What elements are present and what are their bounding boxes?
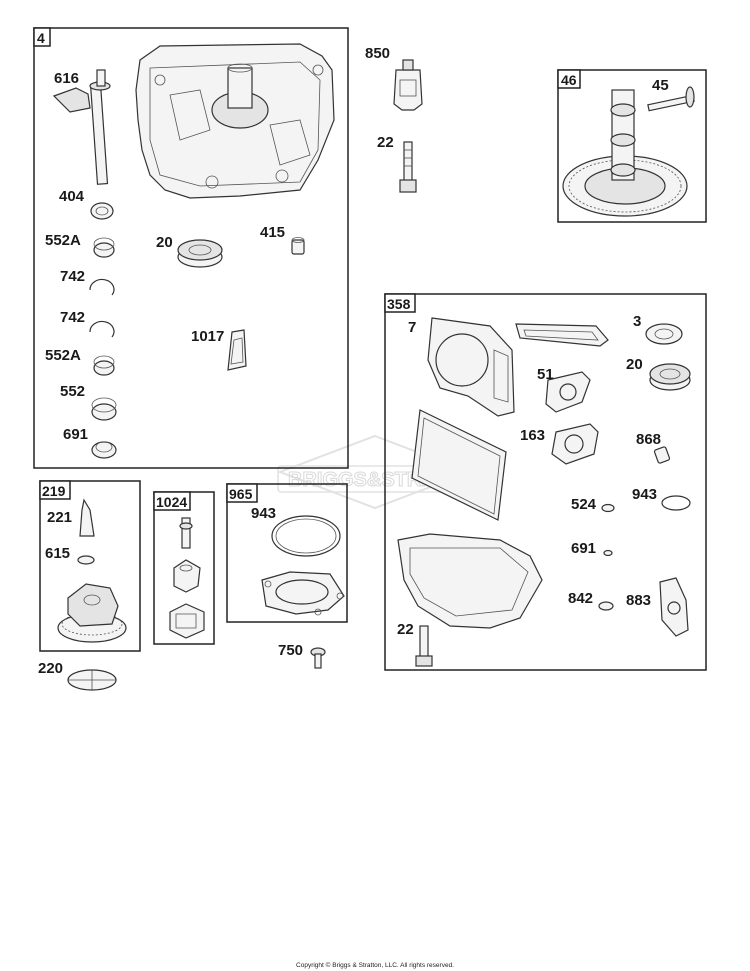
camshaft-gear xyxy=(562,89,688,217)
label-415: 415 xyxy=(260,224,285,241)
label-221: 221 xyxy=(47,509,72,526)
rocker-gasket xyxy=(515,323,609,347)
label-552a-1: 552A xyxy=(45,232,81,249)
group-46-tag xyxy=(557,69,581,89)
label-742-1: 742 xyxy=(60,268,85,285)
group-1024-tag xyxy=(153,491,191,511)
part-868 xyxy=(653,446,671,464)
label-616: 616 xyxy=(54,70,79,87)
governor-gear xyxy=(57,583,127,643)
label-552: 552 xyxy=(60,383,85,400)
bushing-552 xyxy=(91,397,117,421)
group-358-label: 358 xyxy=(387,296,411,312)
group-219-tag xyxy=(39,480,71,500)
label-691-b: 691 xyxy=(571,540,596,557)
label-742-2: 742 xyxy=(60,309,85,326)
group-965-tag xyxy=(226,483,258,503)
bolt-22-a xyxy=(399,141,417,193)
pin-221 xyxy=(79,498,95,537)
label-45: 45 xyxy=(652,77,669,94)
label-883: 883 xyxy=(626,592,651,609)
plug-415 xyxy=(291,237,305,255)
label-22-b: 22 xyxy=(397,621,414,638)
governor-shaft xyxy=(52,69,111,185)
gasket-163 xyxy=(551,423,599,465)
label-20-a: 20 xyxy=(156,234,173,251)
disc-220 xyxy=(67,669,117,691)
o-ring-943-a xyxy=(661,495,691,511)
label-220: 220 xyxy=(38,660,63,677)
bushing-552a-1 xyxy=(93,237,115,258)
valve-cover-gasket xyxy=(411,409,507,521)
label-163: 163 xyxy=(520,427,545,444)
bushing-552a-2 xyxy=(93,355,115,376)
label-1017: 1017 xyxy=(191,328,224,345)
washer-404 xyxy=(90,202,114,220)
label-22-a: 22 xyxy=(377,134,394,151)
filter-plate xyxy=(261,571,345,616)
label-552a-2: 552A xyxy=(45,347,81,364)
label-842: 842 xyxy=(568,590,593,607)
washer-524 xyxy=(601,503,615,513)
relief-valve-parts xyxy=(169,517,205,639)
screw-750 xyxy=(310,647,326,669)
head-gasket-7 xyxy=(427,317,515,417)
e-clip-742-2 xyxy=(89,320,115,338)
sump-part xyxy=(135,43,335,199)
group-46-label: 46 xyxy=(561,72,577,88)
label-943-a: 943 xyxy=(632,486,657,503)
label-750: 750 xyxy=(278,642,303,659)
label-524: 524 xyxy=(571,496,597,513)
label-20-b: 20 xyxy=(626,356,643,373)
group-965-label: 965 xyxy=(229,486,253,502)
gasket-51 xyxy=(545,371,591,413)
seal-691-a xyxy=(91,441,117,459)
group-358-box xyxy=(384,293,707,671)
tappet-45 xyxy=(647,86,695,112)
group-4-label: 4 xyxy=(37,30,45,46)
group-4-tag xyxy=(33,27,51,47)
part-1017 xyxy=(227,329,247,371)
gasket-883 xyxy=(659,577,689,637)
seal-691-b xyxy=(603,549,613,557)
e-clip-742-1 xyxy=(89,278,115,296)
group-358-tag xyxy=(384,293,416,313)
label-7: 7 xyxy=(408,319,416,336)
label-943-b: 943 xyxy=(251,505,276,522)
crankcase-gasket xyxy=(397,533,543,629)
group-219-label: 219 xyxy=(42,483,66,499)
label-3: 3 xyxy=(633,313,641,330)
washer-842 xyxy=(598,601,614,611)
group-1024-label: 1024 xyxy=(156,494,187,510)
bolt-22-b xyxy=(415,625,433,667)
group-46-box xyxy=(557,69,707,223)
group-4-box xyxy=(33,27,349,469)
label-51: 51 xyxy=(537,366,554,383)
o-ring-943-b xyxy=(271,515,341,557)
oil-seal-20-a xyxy=(177,239,223,268)
copyright-text: Copyright © Briggs & Stratton, LLC. All … xyxy=(296,961,454,969)
label-850: 850 xyxy=(365,45,390,62)
seal-3 xyxy=(645,323,683,345)
oil-seal-20-b xyxy=(649,363,691,391)
label-691-a: 691 xyxy=(63,426,88,443)
washer-615 xyxy=(77,555,95,565)
group-219-box xyxy=(39,480,141,652)
label-615: 615 xyxy=(45,545,70,562)
label-404: 404 xyxy=(59,188,85,205)
sealant-tube-850 xyxy=(393,59,423,111)
group-965-box xyxy=(226,483,348,623)
label-868: 868 xyxy=(636,431,661,448)
